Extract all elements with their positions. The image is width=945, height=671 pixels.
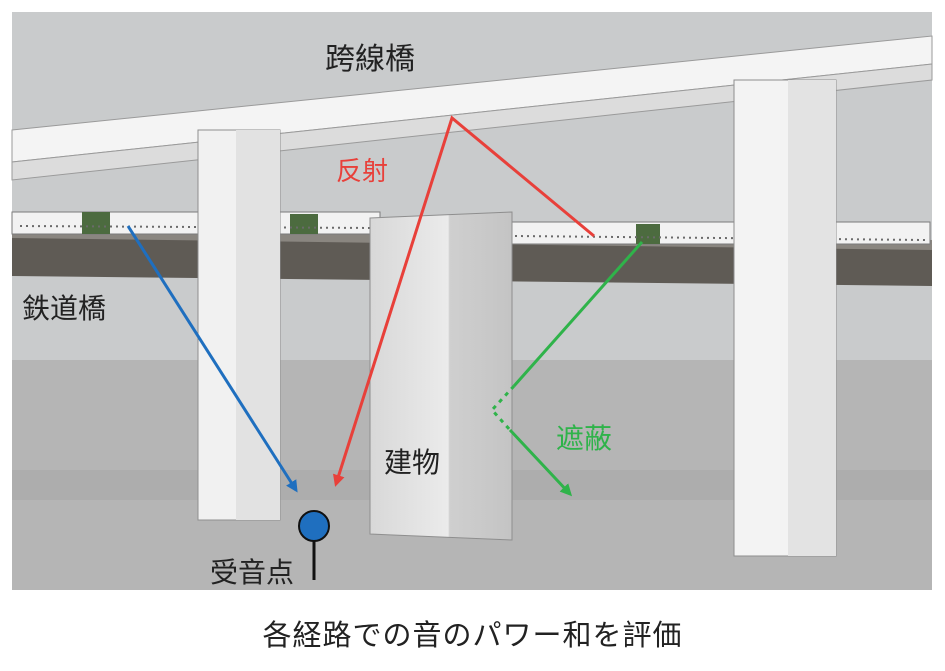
reflection-label: 反射: [336, 157, 388, 187]
train-coupler: [636, 224, 660, 244]
train-coupler: [290, 214, 318, 234]
train-coupler: [82, 212, 110, 234]
caption-text: 各経路での音のパワー和を評価: [262, 618, 683, 652]
train-right: [509, 221, 931, 245]
train-windows: [19, 225, 376, 229]
overpass-label: 跨線橋: [325, 42, 415, 77]
direct-path-arrow: [126, 225, 298, 493]
shielding-path-arrow: [508, 428, 573, 497]
shielding-path-line: [512, 241, 644, 387]
diffraction-dotted-line: [489, 384, 516, 432]
train-windows: [514, 235, 926, 241]
overpass-pier-right-shade: [788, 80, 836, 556]
building-label: 建物: [384, 446, 440, 479]
receiver-point-icon: [298, 510, 330, 542]
receiver-label: 受音点: [210, 556, 294, 589]
shielding-label: 遮蔽: [556, 422, 612, 455]
railway-bridge-label: 鉄道橋: [22, 292, 106, 325]
overpass-pier-left-shade: [236, 130, 280, 520]
train-left: [11, 211, 381, 235]
building-block: [369, 211, 513, 541]
reflection-path-arrow: [332, 115, 595, 487]
